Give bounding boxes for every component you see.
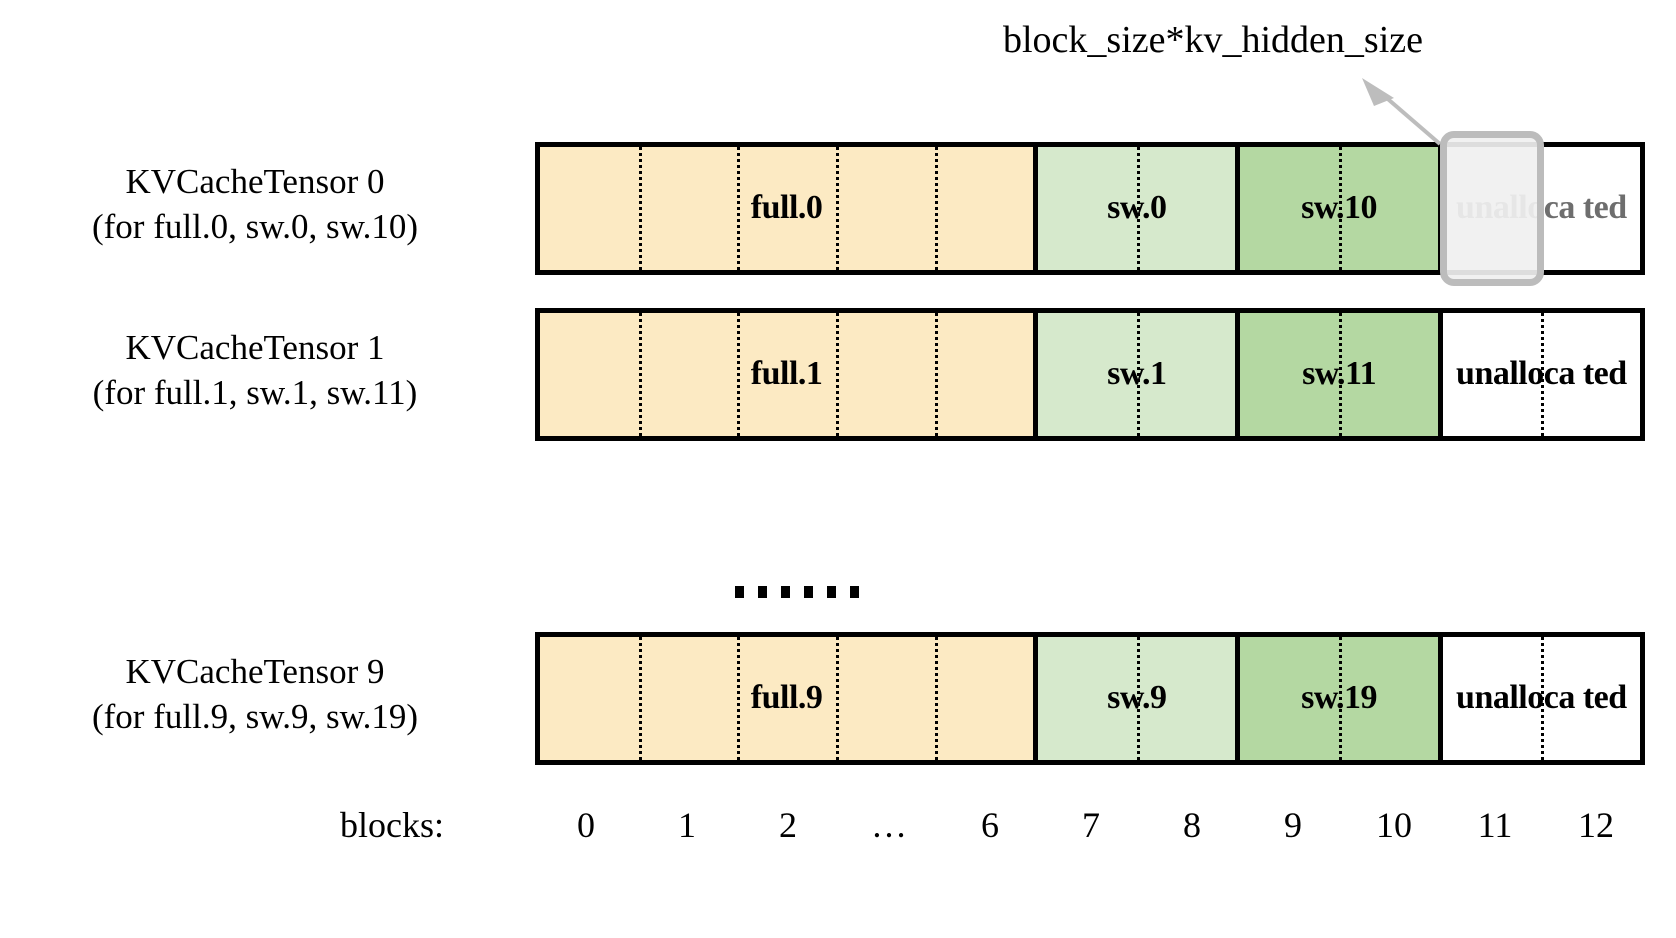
segment-label: full.9: [750, 679, 823, 717]
segment-sw-1[interactable]: sw.1: [1033, 313, 1236, 436]
axis-tick-6: 6: [981, 805, 999, 845]
axis-tick-7: 7: [1082, 805, 1100, 845]
axis-tick-9: 9: [1284, 805, 1302, 845]
segment-label: full.0: [750, 189, 823, 227]
axis-tick-10: 10: [1376, 805, 1412, 845]
axis-tick-0: 0: [577, 805, 595, 845]
row-label-0: KVCacheTensor 0 (for full.0, sw.0, sw.10…: [20, 160, 490, 250]
axis-tick-11: 11: [1477, 805, 1513, 845]
row-label-9-line1: KVCacheTensor 9: [125, 652, 385, 691]
segment-label: sw.9: [1107, 679, 1167, 717]
axis-tick-gap: …: [871, 805, 907, 845]
callout-label: block_size*kv_hidden_size: [1003, 19, 1424, 61]
segment-sw-19[interactable]: sw.19: [1235, 637, 1438, 760]
kvcachetensor-bar-1: full.1 sw.1 sw.11 unalloca ted: [535, 308, 1645, 441]
segment-label: sw.19: [1301, 679, 1378, 717]
segment-full-9[interactable]: full.9: [540, 637, 1034, 760]
segment-unallocated-1[interactable]: unalloca ted: [1437, 313, 1640, 436]
axis-tick-12: 12: [1578, 805, 1614, 845]
segment-sw-9[interactable]: sw.9: [1033, 637, 1236, 760]
row-label-1: KVCacheTensor 1 (for full.1, sw.1, sw.11…: [20, 326, 490, 416]
segment-unallocated-9[interactable]: unalloca ted: [1437, 637, 1640, 760]
row-label-1-line2: (for full.1, sw.1, sw.11): [92, 372, 418, 412]
segment-label: sw.0: [1107, 189, 1167, 227]
row-label-0-line2: (for full.0, sw.0, sw.10): [92, 206, 418, 246]
segment-label: unalloca ted: [1456, 679, 1627, 717]
axis-tick-2: 2: [779, 805, 797, 845]
row-label-9-line2: (for full.9, sw.9, sw.19): [92, 696, 418, 736]
axis-tick-8: 8: [1183, 805, 1201, 845]
row-label-9: KVCacheTensor 9 (for full.9, sw.9, sw.19…: [20, 650, 490, 740]
segment-sw-10[interactable]: sw.10: [1235, 147, 1438, 270]
segment-label: sw.11: [1302, 355, 1377, 393]
segment-label: sw.1: [1107, 355, 1167, 393]
segment-sw-0[interactable]: sw.0: [1033, 147, 1236, 270]
segment-full-0[interactable]: full.0: [540, 147, 1034, 270]
segment-label: full.1: [750, 355, 823, 393]
kvcachetensor-bar-9: full.9 sw.9 sw.19 unalloca ted: [535, 632, 1645, 765]
row-label-1-line1: KVCacheTensor 1: [125, 328, 385, 367]
axis-title: blocks:: [340, 805, 444, 845]
segment-label: unalloca ted: [1456, 355, 1627, 393]
axis-tick-1: 1: [678, 805, 696, 845]
segment-label: sw.10: [1301, 189, 1378, 227]
block-highlight-box[interactable]: [1440, 131, 1544, 286]
row-label-0-line1: KVCacheTensor 0: [125, 162, 385, 201]
segment-full-1[interactable]: full.1: [540, 313, 1034, 436]
segment-sw-11[interactable]: sw.11: [1235, 313, 1438, 436]
rows-ellipsis: [735, 586, 859, 598]
